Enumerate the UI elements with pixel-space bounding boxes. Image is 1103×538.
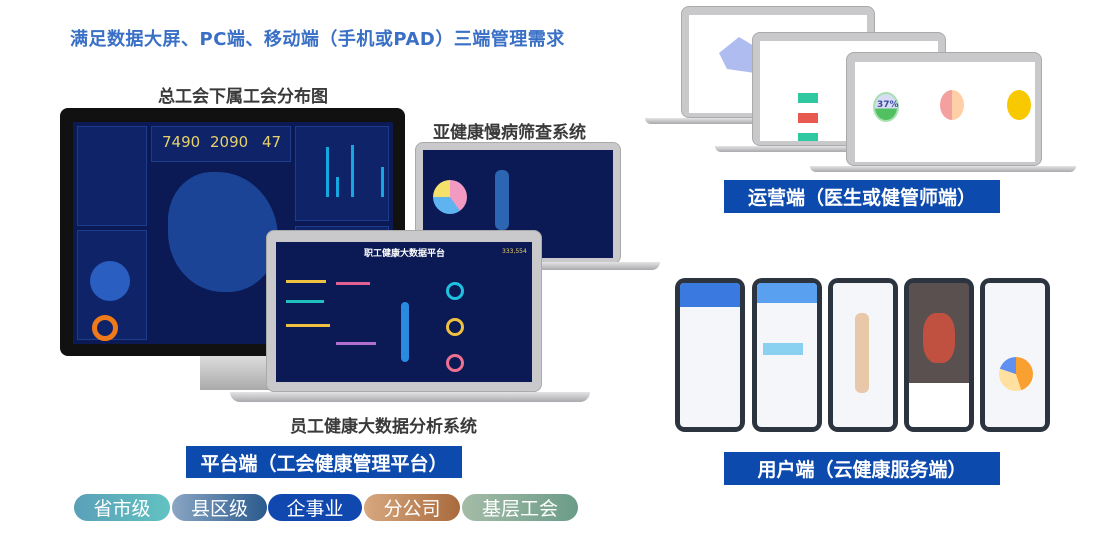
banner: [763, 343, 803, 355]
user-label: 用户端（云健康服务端）: [724, 452, 1000, 485]
phone-1: [675, 278, 745, 432]
level-county: 县区级: [172, 494, 267, 521]
chart-bar: [286, 280, 326, 283]
phone-4: [904, 278, 974, 432]
kpi-users: 7490: [162, 133, 201, 151]
phone-header: [680, 283, 740, 307]
ops-laptop-3: 37%: [846, 52, 1042, 166]
chart-bar: [336, 342, 376, 345]
chart-bar: [336, 177, 339, 197]
donut-ring: [446, 354, 464, 372]
pie-chart: [1007, 90, 1031, 120]
donut-ring: [92, 315, 118, 341]
phone-2: [752, 278, 822, 432]
distribution-panel: [77, 230, 147, 341]
phone-header: [757, 283, 817, 303]
level-province: 省市级: [74, 494, 170, 521]
kpi-health: 2090: [210, 133, 249, 151]
laptop-base: [810, 166, 1076, 172]
status-button: [798, 113, 818, 123]
body-figure: [855, 313, 869, 393]
platform-title: 职工健康大数据平台: [364, 249, 446, 259]
status-button: [798, 93, 818, 103]
phone-screen: [680, 283, 740, 427]
level-enterprise: 企事业: [268, 494, 362, 521]
pie-chart: [433, 180, 467, 214]
laptop-base: [230, 392, 590, 402]
bar-chart-panel: [295, 126, 389, 221]
platform-total: 333,554: [502, 248, 527, 255]
info-card: [909, 383, 969, 427]
stats-panel: [77, 126, 147, 226]
level-grassroots: 基层工会: [462, 494, 578, 521]
kpi-panel: 7490 2090 47: [151, 126, 291, 162]
monitor-stand: [200, 356, 270, 390]
chart-bar: [381, 167, 384, 197]
headline: 满足数据大屏、PC端、移动端（手机或PAD）三端管理需求: [70, 29, 565, 50]
analysis-caption: 员工健康大数据分析系统: [290, 417, 477, 437]
body-figure: [401, 302, 409, 362]
organ-image: [923, 313, 955, 363]
phone-screen: [833, 283, 893, 427]
bubble: [90, 261, 130, 301]
ops-screen: 37%: [855, 62, 1035, 162]
gauge: [873, 92, 899, 122]
chart-bar: [336, 282, 370, 285]
chart-bar: [351, 145, 354, 197]
level-branch: 分公司: [364, 494, 460, 521]
donut-ring: [446, 282, 464, 300]
phone-5: [980, 278, 1050, 432]
kpi-risk: 47: [262, 133, 282, 151]
phone-screen: [757, 283, 817, 427]
screening-caption: 亚健康慢病筛查系统: [433, 123, 586, 143]
status-button: [798, 133, 818, 141]
monitor-caption: 总工会下属工会分布图: [158, 87, 328, 107]
phone-3: [828, 278, 898, 432]
donut-ring: [446, 318, 464, 336]
analysis-screen: 职工健康大数据平台 333,554: [276, 242, 532, 382]
china-map: [168, 172, 278, 292]
chart-bar: [286, 324, 330, 327]
phone-screen: [985, 283, 1045, 427]
phone-screen: [909, 283, 969, 427]
pie-chart: [999, 357, 1033, 391]
pie-chart: [940, 90, 964, 120]
chart-bar: [286, 300, 324, 303]
body-figure: [495, 170, 509, 230]
operations-label: 运营端（医生或健管师端）: [724, 180, 1000, 213]
laptop-analysis: 职工健康大数据平台 333,554: [266, 230, 542, 392]
platform-label: 平台端（工会健康管理平台）: [186, 446, 462, 478]
gauge-value: 37%: [877, 100, 899, 110]
chart-bar: [326, 147, 329, 197]
laptop-base: [715, 146, 975, 152]
